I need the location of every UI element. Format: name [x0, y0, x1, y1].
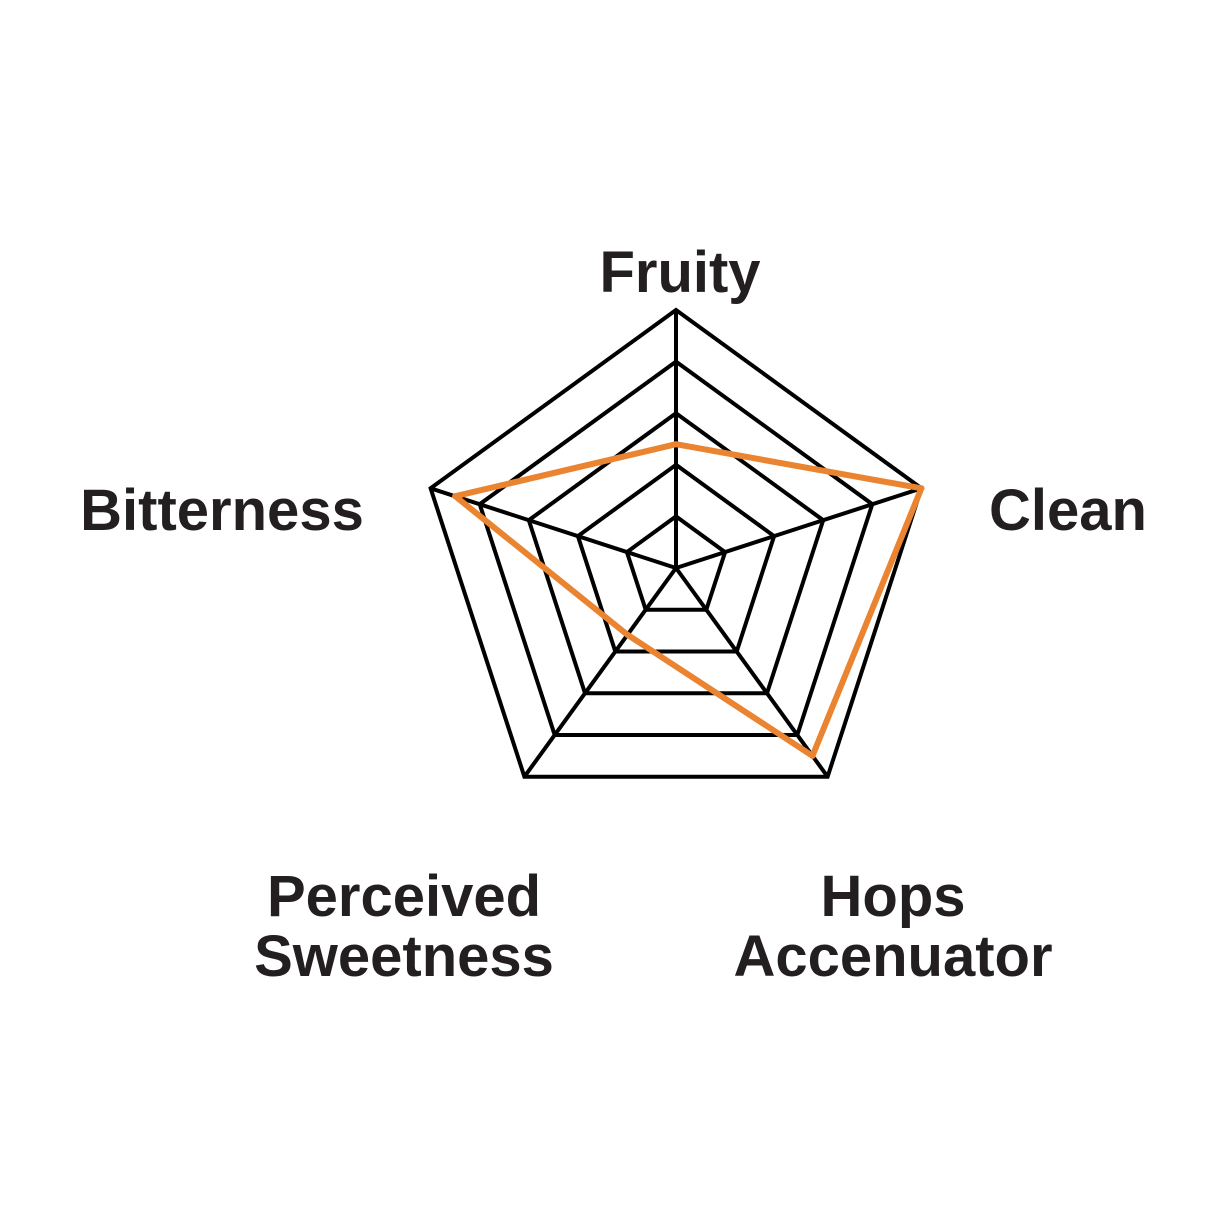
data-point-5 — [452, 493, 459, 500]
data-point-4 — [624, 631, 631, 638]
radar-grid — [428, 307, 924, 779]
radar-series — [452, 441, 925, 759]
grid-spoke-4 — [522, 566, 678, 778]
grid-spoke-5 — [429, 486, 677, 570]
series-polygon — [452, 441, 925, 759]
data-point-2 — [918, 485, 925, 492]
axis-label-3-line-2: Accenuator — [733, 924, 1052, 989]
grid-ring-5 — [428, 307, 924, 779]
axis-label-3-line-1: Hops — [821, 864, 966, 929]
grid-ring-1 — [624, 513, 728, 612]
axis-label-4-line-1: Perceived — [267, 864, 541, 929]
axis-label-2: Clean — [989, 478, 1147, 543]
axis-label-1-line-1: Fruity — [599, 240, 760, 305]
axis-label-4-line-2: Sweetness — [254, 924, 554, 989]
data-point-3 — [809, 752, 816, 759]
grid-ring-3 — [526, 410, 826, 696]
grid-spoke-3 — [674, 566, 830, 778]
axis-label-5: Bitterness — [80, 478, 364, 543]
grid-ring-2 — [575, 462, 777, 654]
axis-label-5-line-1: Bitterness — [80, 478, 364, 543]
grid-spoke-2 — [675, 486, 923, 570]
axis-label-1: Fruity — [599, 240, 760, 305]
axis-label-2-line-1: Clean — [989, 478, 1147, 543]
data-point-1 — [673, 441, 679, 448]
